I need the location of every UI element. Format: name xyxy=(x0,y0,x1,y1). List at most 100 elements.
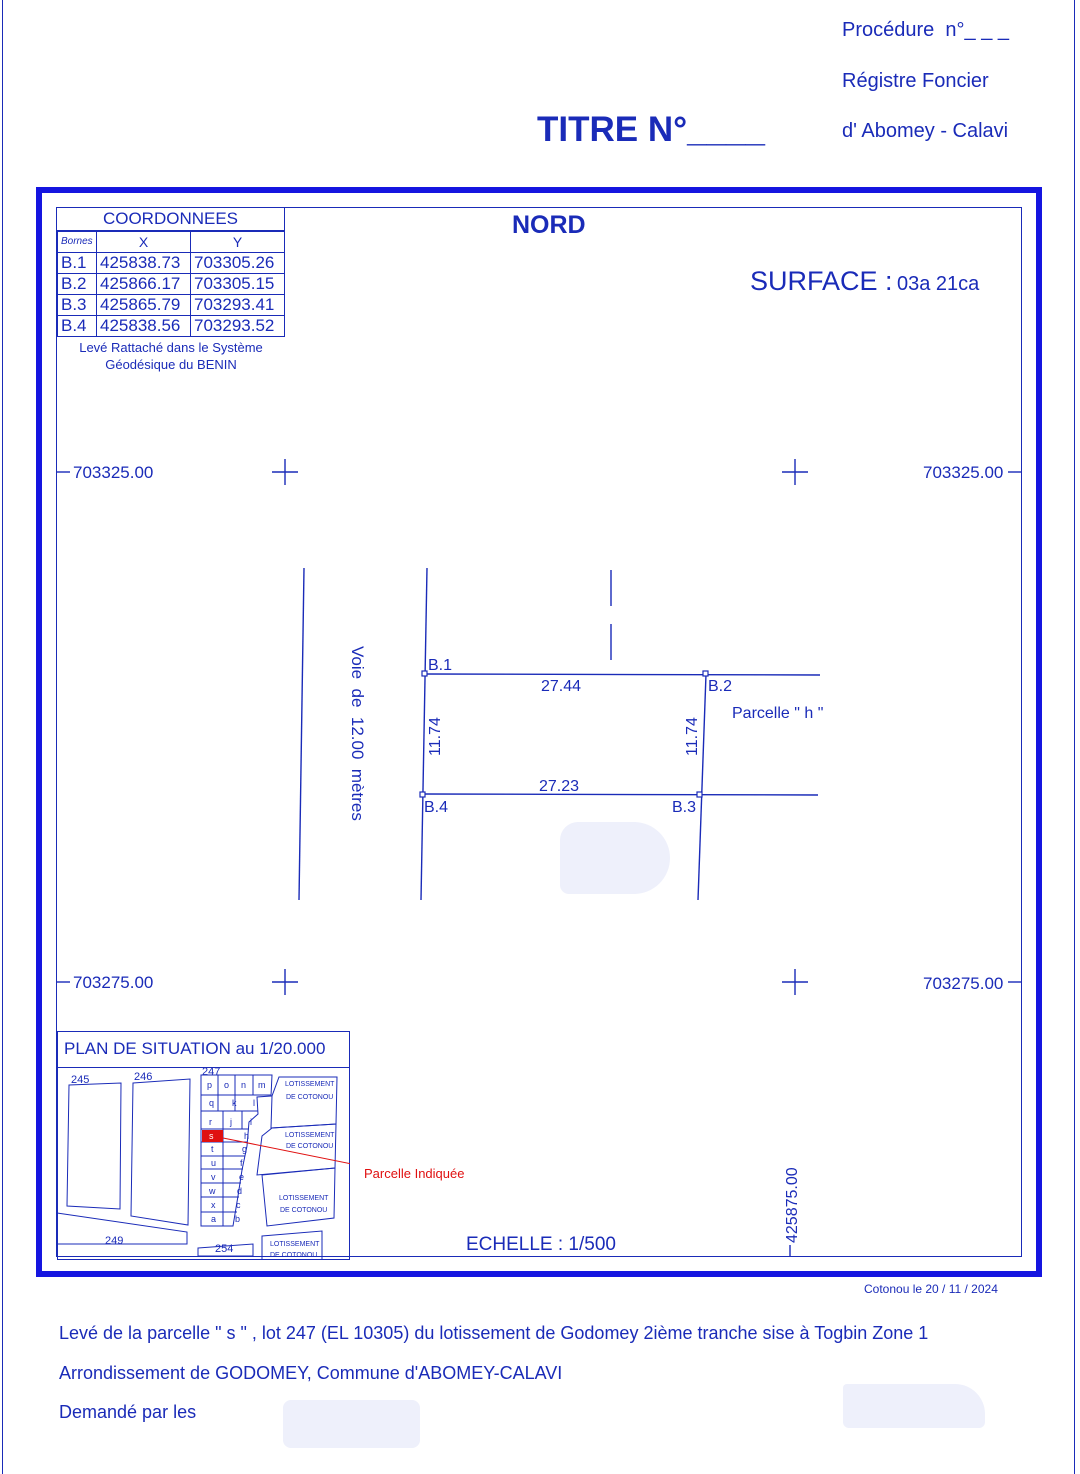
parcel-west-line xyxy=(420,567,428,901)
indicated-parcel xyxy=(202,1130,223,1142)
corner-label-b2: B.2 xyxy=(708,678,732,695)
lot-label-254: 254 xyxy=(215,1243,233,1255)
parcel-letter: r xyxy=(209,1117,212,1127)
indicated-parcel-label: Parcelle Indiquée xyxy=(364,1166,465,1181)
page-border-left xyxy=(2,0,3,1474)
lotissement-label: DE COTONOU xyxy=(286,1094,333,1101)
corner-label-b4: B.4 xyxy=(424,799,448,816)
scale-label: ECHELLE : 1/500 xyxy=(466,1234,616,1255)
surface-label: SURFACE : xyxy=(750,266,893,296)
grid-label-y-bottom-left: 703275.00 xyxy=(73,973,153,992)
lot-label-249: 249 xyxy=(105,1235,123,1247)
grid-cross xyxy=(782,969,808,995)
lot-label-245: 245 xyxy=(71,1074,89,1086)
parcel-letter: j xyxy=(229,1117,232,1127)
lotissement-label: LOTISSEMENT xyxy=(279,1195,329,1202)
parcel-north-line xyxy=(423,673,821,676)
lotissement-label: LOTISSEMENT xyxy=(285,1132,335,1139)
dimension-bottom: 27.23 xyxy=(539,778,579,795)
lot-label-247: 247 xyxy=(202,1066,220,1078)
redacted-name xyxy=(283,1400,420,1448)
parcel-letter: n xyxy=(241,1080,246,1090)
lotissement-label: LOTISSEMENT xyxy=(270,1241,320,1248)
road-edge xyxy=(298,567,305,901)
parcel-letter: u xyxy=(211,1158,216,1168)
situation-plan: PLAN DE SITUATION au 1/20.000 xyxy=(57,1031,350,1260)
parcel-letter: e xyxy=(239,1172,244,1182)
parcel-letter: k xyxy=(232,1098,237,1108)
requested-by: Demandé par les xyxy=(59,1402,197,1422)
coordinates-note-1: Levé Rattaché dans le Système xyxy=(79,340,263,355)
surface: SURFACE : 03a 21ca xyxy=(750,266,979,297)
parcel-letter: o xyxy=(224,1080,229,1090)
parcel-letter: v xyxy=(211,1172,216,1182)
lotissement-label: DE COTONOU xyxy=(280,1207,327,1214)
coordinates-note-2: Géodésique du BENIN xyxy=(105,357,237,372)
parcel-letter: b xyxy=(235,1214,240,1224)
parcel-letter-selected: s xyxy=(209,1131,214,1141)
grid-label-y-top-right: 703325.00 xyxy=(923,463,1003,482)
situation-map: 245 246 247 249 254 LOTISSEMENT DE COTON… xyxy=(57,1066,350,1260)
registry-city: d' Abomey - Calavi xyxy=(842,120,1009,142)
road-label: Voie de 12.00 mètres xyxy=(348,646,367,821)
corner-label-b1: B.1 xyxy=(428,657,452,674)
parcel-letter: c xyxy=(236,1200,241,1210)
indicated-leader-line xyxy=(222,1137,350,1165)
parcel-letter: x xyxy=(211,1200,216,1210)
grid-label-x: 425875.00 xyxy=(784,1167,801,1243)
parcel-letter: q xyxy=(209,1098,214,1108)
parcel-letter: i xyxy=(250,1117,252,1127)
lot-label-246: 246 xyxy=(134,1071,152,1083)
titre-heading: TITRE N°____ xyxy=(537,110,765,149)
dimension-left: 11.74 xyxy=(427,717,444,756)
parcel-south-line xyxy=(421,793,819,796)
parcel-letter: l xyxy=(253,1098,255,1108)
map-frame-inner xyxy=(56,207,1022,1257)
surface-value: 03a 21ca xyxy=(896,273,980,295)
corner-marker-b1 xyxy=(421,670,428,677)
dimension-top: 27.44 xyxy=(541,678,581,695)
page-border-right xyxy=(1074,0,1075,1474)
dimension-right: 11.74 xyxy=(684,717,701,756)
redacted-area xyxy=(560,822,670,894)
north-label: NORD xyxy=(512,211,586,239)
parcel-letter: p xyxy=(207,1080,212,1090)
situation-title: PLAN DE SITUATION au 1/20.000 xyxy=(58,1032,349,1068)
corner-marker-b4 xyxy=(419,791,426,798)
registry-label: Régistre Foncier xyxy=(842,70,989,92)
parcel-letter: m xyxy=(258,1080,266,1090)
neighbor-label: Parcelle " h " xyxy=(732,705,823,722)
map-frame-outer xyxy=(36,187,1042,1277)
coordinates-title: COORDONNEES xyxy=(57,208,285,231)
grid-cross xyxy=(272,459,298,485)
parcel-letter: w xyxy=(208,1186,216,1196)
grid-cross xyxy=(272,969,298,995)
lotissement-label: DE COTONOU xyxy=(270,1252,317,1259)
parcel-east-line xyxy=(697,673,707,901)
redacted-signature xyxy=(843,1384,985,1428)
description-line-1: Levé de la parcelle " s " , lot 247 (EL … xyxy=(59,1323,929,1343)
parcel-letter: f xyxy=(240,1158,243,1168)
parcel-letter: h xyxy=(244,1131,249,1141)
parcel-letter: g xyxy=(242,1144,247,1154)
parcel-letter: t xyxy=(211,1144,214,1154)
grid-label-y-bottom-right: 703275.00 xyxy=(923,974,1003,993)
parcel-letter: a xyxy=(211,1214,216,1224)
parcel-letter: d xyxy=(237,1186,242,1196)
corner-marker-b3 xyxy=(696,791,703,798)
procedure-number: Procédure n°_ _ _ xyxy=(842,19,1009,41)
corner-label-b3: B.3 xyxy=(672,799,696,816)
lotissement-label: DE COTONOU xyxy=(286,1143,333,1150)
issue-date: Cotonou le 20 / 11 / 2024 xyxy=(864,1282,998,1296)
lotissement-label: LOTISSEMENT xyxy=(285,1081,335,1088)
corner-marker-b2 xyxy=(702,670,709,677)
grid-label-y-top-left: 703325.00 xyxy=(73,463,153,482)
grid-cross xyxy=(782,459,808,485)
description-line-2: Arrondissement de GODOMEY, Commune d'ABO… xyxy=(59,1363,563,1383)
